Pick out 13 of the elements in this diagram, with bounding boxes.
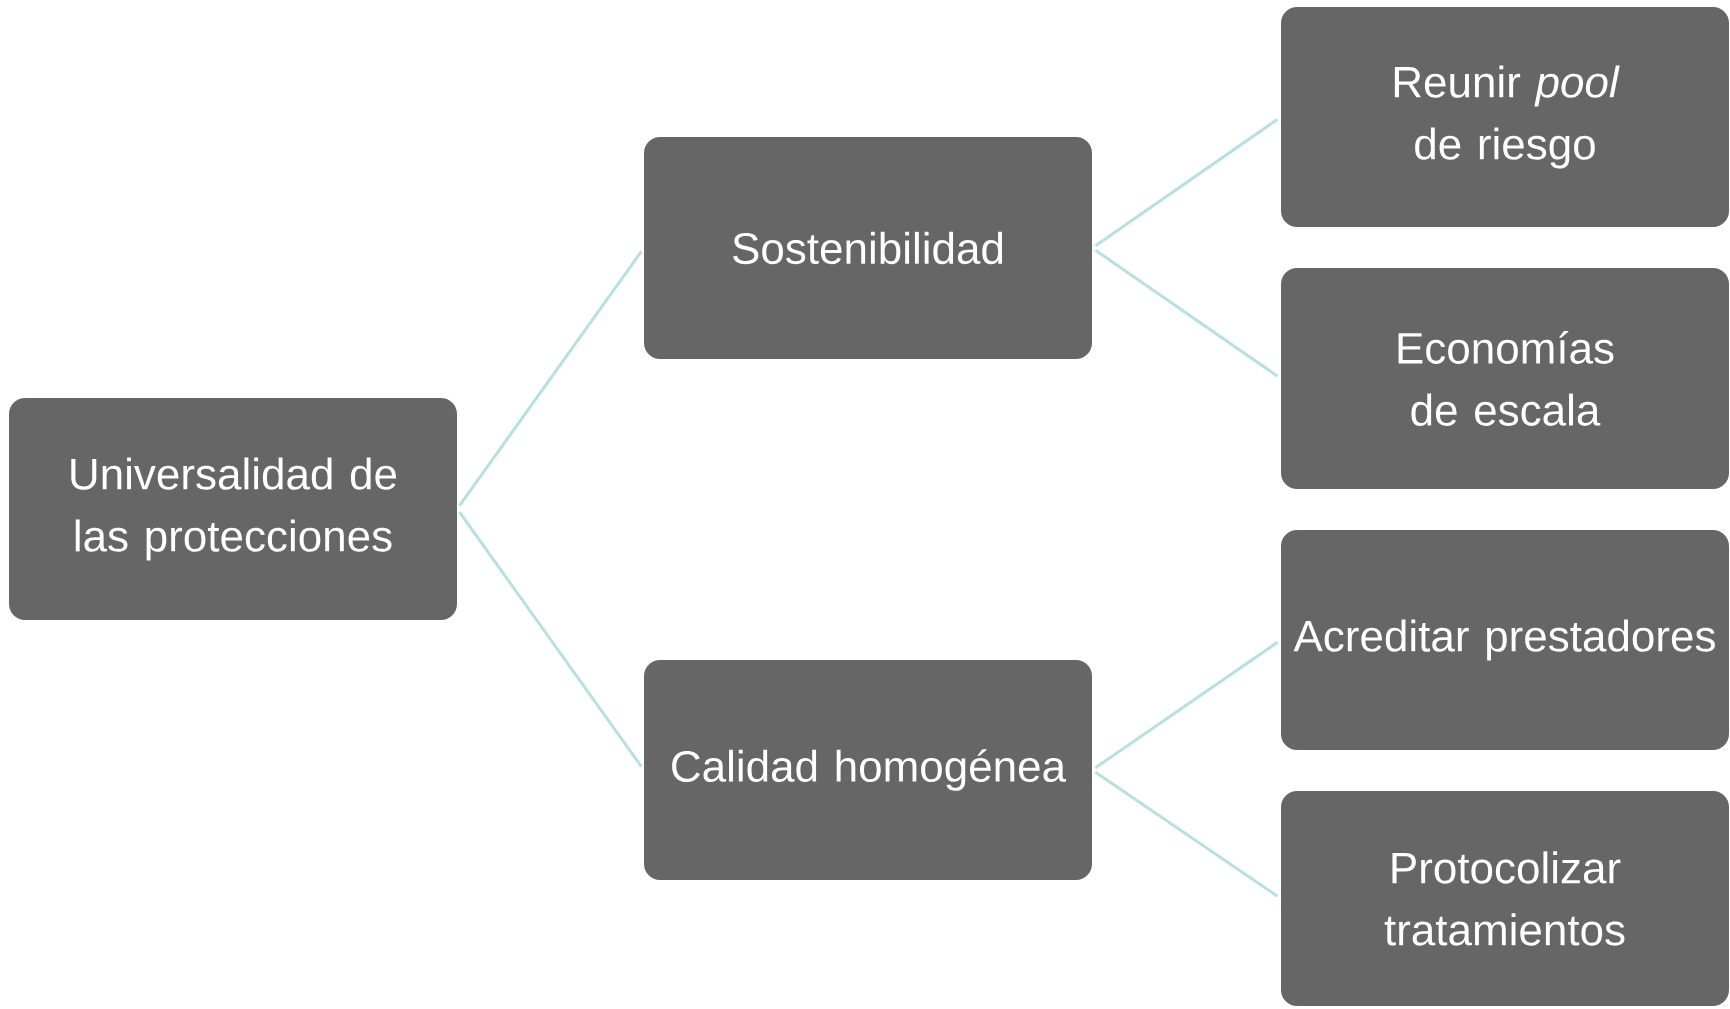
connector-line: [458, 250, 643, 507]
process-box: Universalidad de las protecciones: [9, 398, 457, 620]
connector-line: [458, 511, 643, 768]
connector-line: [1094, 641, 1279, 769]
process-box: Reunir pool de riesgo: [1281, 7, 1729, 227]
connector-line: [1094, 771, 1279, 898]
process-box: Acreditar prestadores: [1281, 530, 1729, 750]
process-box: Economías de escala: [1281, 268, 1729, 489]
connector-line: [1094, 249, 1279, 378]
process-box: Calidad homogénea: [644, 660, 1092, 880]
process-box: Protocolizar tratamientos: [1281, 791, 1729, 1006]
process-box: Sostenibilidad: [644, 137, 1092, 359]
connector-line: [1094, 118, 1279, 247]
